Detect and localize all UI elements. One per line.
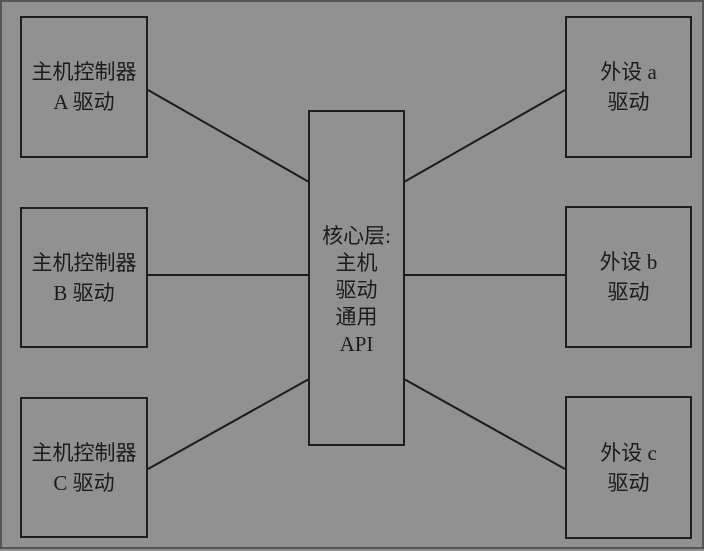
- node-label-line: 驱动: [607, 280, 650, 304]
- node-label-line: 主机控制器: [31, 250, 137, 275]
- node-label-line: 外设 b: [599, 250, 658, 274]
- node-label-line: C 驱动: [53, 470, 115, 495]
- edge-host-a-core: [147, 89, 310, 183]
- edge-host-c-core: [147, 378, 310, 470]
- node-label-line: 外设 c: [600, 440, 657, 465]
- node-label-line: 外设 a: [600, 60, 657, 84]
- node-peripheral-a: 外设 a 驱动: [565, 16, 692, 158]
- node-core-layer: 核心层: 主机 驱动 通用 API: [308, 110, 405, 446]
- node-label-line: 驱动: [607, 90, 650, 114]
- node-peripheral-c: 外设 c 驱动: [565, 396, 692, 539]
- node-label-line: 驱动: [335, 277, 378, 302]
- node-label-line: API: [339, 331, 374, 356]
- node-label-line: 通用: [335, 304, 378, 329]
- node-label-line: 主机控制器: [31, 440, 137, 465]
- edge-core-periph-a: [403, 89, 566, 183]
- node-label-line: B 驱动: [53, 280, 115, 305]
- edge-core-periph-c: [403, 378, 566, 470]
- node-peripheral-b: 外设 b 驱动: [565, 206, 692, 348]
- node-label-line: 驱动: [607, 470, 650, 495]
- node-label-line: A 驱动: [53, 90, 115, 114]
- node-label-line: 核心层:: [322, 223, 391, 248]
- node-host-controller-c: 主机控制器 C 驱动: [20, 397, 148, 538]
- node-label-line: 主机控制器: [31, 60, 137, 84]
- node-host-controller-b: 主机控制器 B 驱动: [20, 207, 148, 348]
- node-label-line: 主机: [335, 250, 378, 275]
- node-host-controller-a: 主机控制器 A 驱动: [20, 16, 148, 158]
